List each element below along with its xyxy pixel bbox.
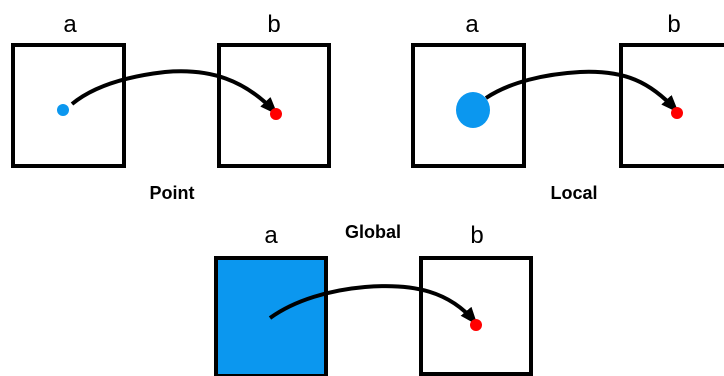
point-target-label: b <box>267 11 280 38</box>
global-source-label: a <box>264 222 278 249</box>
global-target-label: b <box>470 222 483 249</box>
local-source-label: a <box>465 11 479 38</box>
local-caption: Local <box>550 183 597 203</box>
point-source-dot <box>57 104 69 116</box>
local-target-box <box>619 43 724 168</box>
point-target-box <box>217 43 331 168</box>
local-source-box <box>411 43 526 168</box>
global-target-box <box>419 256 533 376</box>
global-mapping-arrow <box>268 284 478 326</box>
point-source-label: a <box>63 11 77 38</box>
global-target-dot <box>470 319 482 331</box>
point-target-dot <box>270 108 282 120</box>
point-caption: Point <box>150 183 195 203</box>
local-mapping-arrow <box>484 69 679 113</box>
point-source-box <box>11 43 126 168</box>
local-source-region <box>456 92 490 128</box>
panel-point: a b Point <box>11 11 331 203</box>
panel-local: a b Local <box>411 11 724 203</box>
local-target-label: b <box>667 11 680 38</box>
local-target-dot <box>671 107 683 119</box>
point-mapping-arrow <box>70 69 278 115</box>
panel-global: Global a b <box>214 222 533 376</box>
global-caption: Global <box>345 222 401 242</box>
